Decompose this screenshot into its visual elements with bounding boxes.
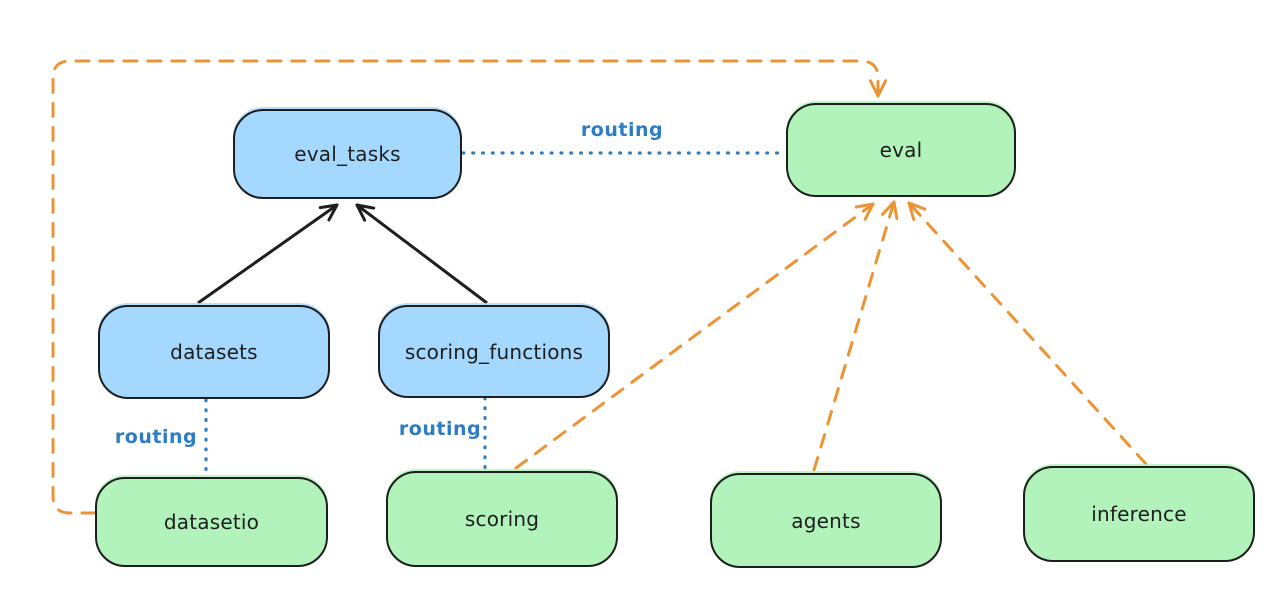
- node-label-scoring_functions: scoring_functions: [404, 339, 584, 364]
- edge-label-eval_tasks-to-eval-routing: routing: [580, 119, 664, 141]
- arrowhead-datasets-to-eval_tasks: [327, 203, 339, 222]
- node-inference[interactable]: inference: [1023, 466, 1255, 562]
- arrowhead-datasets-to-eval_tasks: [318, 203, 339, 210]
- arrowhead-datasetio-to-eval: [876, 79, 888, 98]
- node-label-datasets: datasets: [170, 340, 258, 364]
- node-label-scoring: scoring: [464, 507, 540, 531]
- node-agents[interactable]: agents: [710, 473, 942, 568]
- node-eval[interactable]: eval: [786, 103, 1016, 197]
- arrowhead-scoring_functions-to-eval_tasks: [355, 203, 376, 210]
- node-eval_tasks[interactable]: eval_tasks: [233, 109, 462, 199]
- node-label-eval: eval: [879, 138, 923, 162]
- edge-agents-to-eval: [812, 200, 896, 472]
- edge-inference-to-eval: [907, 201, 1148, 466]
- arrowhead-inference-to-eval: [907, 201, 927, 211]
- node-label-agents: agents: [791, 508, 861, 533]
- node-label-datasetio: datasetio: [163, 510, 260, 534]
- node-scoring[interactable]: scoring: [386, 471, 618, 567]
- arrowhead-scoring_functions-to-eval_tasks: [355, 203, 367, 222]
- arrowhead-inference-to-eval: [907, 201, 916, 221]
- arrowhead-scoring-to-eval: [854, 202, 875, 209]
- node-datasetio[interactable]: datasetio: [95, 477, 328, 567]
- node-label-eval_tasks: eval_tasks: [294, 142, 401, 166]
- arrowhead-datasetio-to-eval: [868, 79, 880, 98]
- arrowhead-agents-to-eval: [892, 200, 899, 221]
- edge-label-scoring_functions-to-scoring-routing: routing: [398, 418, 482, 440]
- arrowhead-scoring-to-eval: [863, 202, 875, 221]
- edge-datasets-to-eval_tasks: [197, 203, 338, 305]
- edge-scoring_functions-to-eval_tasks: [356, 203, 488, 305]
- node-scoring_functions[interactable]: scoring_functions: [378, 305, 610, 398]
- arrowhead-agents-to-eval: [880, 200, 896, 216]
- node-datasets[interactable]: datasets: [98, 305, 330, 399]
- edge-label-datasets-to-datasetio-routing: routing: [114, 426, 198, 448]
- node-label-inference: inference: [1091, 502, 1187, 526]
